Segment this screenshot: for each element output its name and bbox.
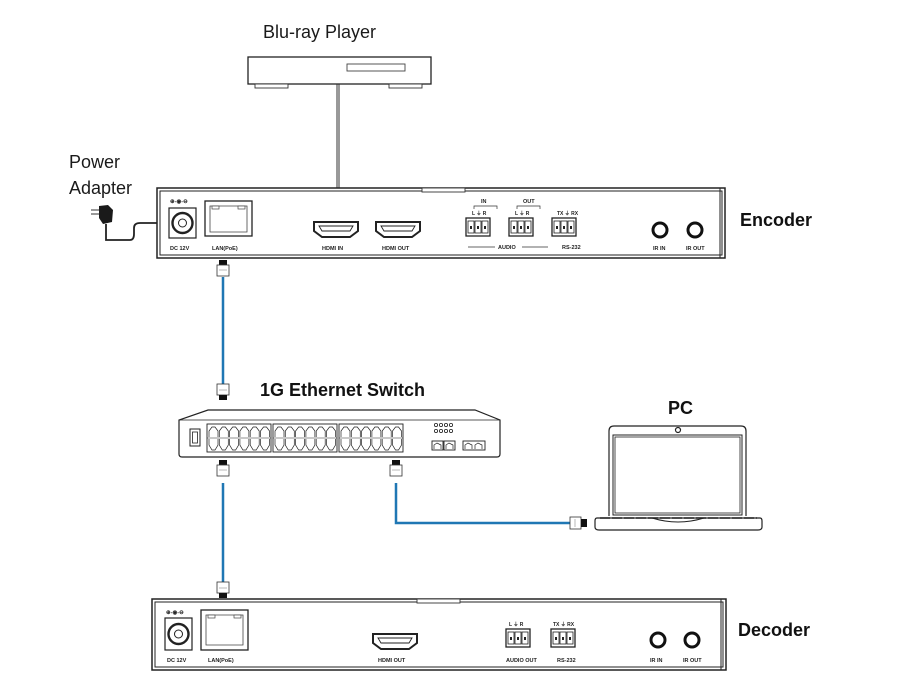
bluray-label: Blu-ray Player bbox=[263, 22, 376, 42]
decoder-dc-label: DC 12V bbox=[167, 658, 187, 664]
status-led bbox=[448, 422, 453, 427]
power-label-line2: Adapter bbox=[69, 178, 132, 198]
rj45-plugs bbox=[216, 260, 587, 598]
status-led bbox=[438, 422, 443, 427]
port-bank-2 bbox=[272, 423, 338, 453]
encoder-audio-label: AUDIO bbox=[498, 245, 516, 251]
rj45-plug bbox=[216, 581, 230, 598]
terminal-block bbox=[551, 217, 577, 237]
encoder-device: Encoder ⊕-◉-⊖ DC 12V LAN(PoE) HDMI IN bbox=[156, 187, 812, 259]
rj45-plug bbox=[216, 383, 230, 400]
port-bank-3 bbox=[338, 423, 404, 453]
decoder-dc-port: ⊕-◉-⊖ DC 12V bbox=[164, 610, 193, 664]
encoder-hdmi-out-label: HDMI OUT bbox=[382, 246, 410, 252]
encoder-polarity-icon: ⊕-◉-⊖ bbox=[170, 199, 188, 205]
port-bank-1 bbox=[206, 423, 272, 453]
status-led bbox=[443, 428, 448, 433]
status-led bbox=[438, 428, 443, 433]
encoder-rs232-label: RS-232 bbox=[562, 245, 581, 251]
encoder-audio-out-pins: L ⏚ R bbox=[515, 210, 530, 217]
terminal-block bbox=[505, 628, 531, 648]
encoder-hdmi-out-port: HDMI OUT bbox=[375, 221, 421, 252]
decoder-audio-pins: L ⏚ R bbox=[509, 621, 524, 628]
decoder-ir-out-label: IR OUT bbox=[683, 658, 702, 664]
rj45-plug bbox=[389, 460, 403, 477]
bluray-player: Blu-ray Player bbox=[247, 22, 432, 89]
encoder-lan-port: LAN(PoE) bbox=[204, 200, 253, 252]
decoder-rs232-label: RS-232 bbox=[557, 658, 576, 664]
encoder-hdmi-in-port: HDMI IN bbox=[313, 221, 359, 252]
decoder-ir-in-label: IR IN bbox=[650, 658, 663, 664]
encoder-dc-label: DC 12V bbox=[170, 246, 190, 252]
encoder-label: Encoder bbox=[740, 210, 812, 230]
rj45-plug bbox=[216, 260, 230, 277]
status-led bbox=[433, 422, 438, 427]
encoder-audio-out-label: OUT bbox=[523, 199, 535, 205]
encoder-ir-in-label: IR IN bbox=[653, 246, 666, 252]
ethernet-switch: 1G Ethernet Switch bbox=[178, 380, 501, 458]
pc-label: PC bbox=[668, 398, 693, 418]
encoder-ir-out-label: IR OUT bbox=[686, 246, 705, 252]
decoder-label: Decoder bbox=[738, 620, 810, 640]
decoder-rs232-pins: TX ⏚ RX bbox=[553, 621, 575, 628]
pc-laptop: PC bbox=[594, 398, 763, 531]
network-cables bbox=[221, 277, 570, 582]
encoder-rs232-pins: TX ⏚ RX bbox=[557, 210, 579, 217]
encoder-audio-in-pins: L ⏚ R bbox=[472, 210, 487, 217]
decoder-hdmi-out-port: HDMI OUT bbox=[372, 633, 418, 664]
decoder-hdmi-out-label: HDMI OUT bbox=[378, 658, 406, 664]
encoder-hdmi-in-label: HDMI IN bbox=[322, 246, 343, 252]
decoder-polarity-icon: ⊕-◉-⊖ bbox=[166, 610, 184, 616]
encoder-ir-ports: IR IN IR OUT bbox=[651, 221, 705, 252]
power-adapter: Power Adapter bbox=[69, 152, 168, 241]
switch-label: 1G Ethernet Switch bbox=[260, 380, 425, 400]
decoder-device: Decoder ⊕-◉-⊖ DC 12V LAN(PoE) HDMI OUT L… bbox=[151, 598, 810, 671]
encoder-lan-label: LAN(PoE) bbox=[212, 246, 238, 252]
decoder-ir-ports: IR IN IR OUT bbox=[649, 631, 702, 664]
decoder-audio-out-label: AUDIO OUT bbox=[506, 658, 538, 664]
rj45-plug bbox=[569, 516, 587, 530]
decoder-lan-label: LAN(PoE) bbox=[208, 658, 234, 664]
status-led bbox=[433, 428, 438, 433]
terminal-block bbox=[465, 217, 491, 237]
status-led bbox=[443, 422, 448, 427]
terminal-block bbox=[508, 217, 534, 237]
encoder-dc-port: ⊕-◉-⊖ DC 12V bbox=[168, 199, 197, 252]
terminal-block bbox=[550, 628, 576, 648]
status-led bbox=[448, 428, 453, 433]
encoder-audio-in-label: IN bbox=[481, 199, 487, 205]
decoder-lan-port: LAN(PoE) bbox=[200, 609, 249, 664]
decoder-audio-rs232: L ⏚ R TX ⏚ RX AUDIO OUT RS-232 bbox=[505, 621, 576, 664]
rj45-plug bbox=[216, 460, 230, 477]
power-label-line1: Power bbox=[69, 152, 120, 172]
encoder-audio-rs232: IN OUT L ⏚ R L ⏚ R TX ⏚ RX AUDIO RS-232 bbox=[465, 199, 581, 251]
